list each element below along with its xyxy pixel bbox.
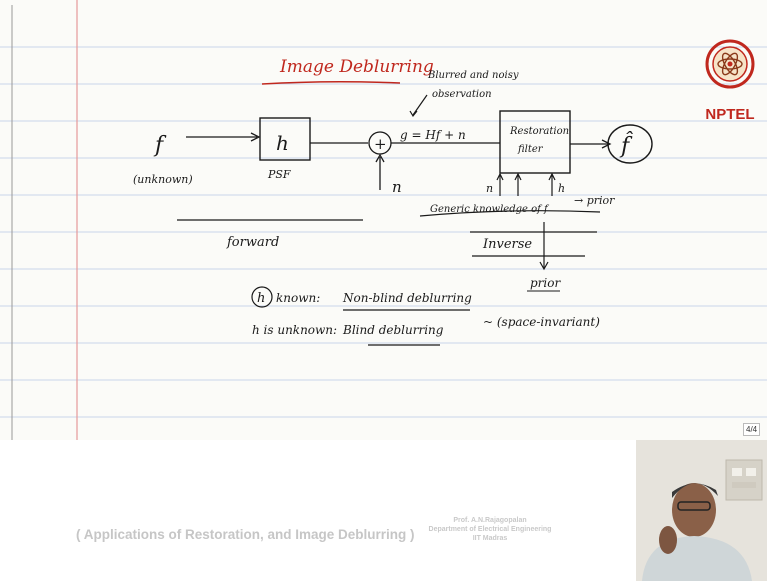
note-side: ~ (space-invariant): [483, 315, 600, 329]
nptel-logo-text: NPTEL: [700, 106, 760, 123]
credit-line-3: IIT Madras: [410, 534, 570, 543]
note-line1-term: Non-blind deblurring: [342, 291, 472, 305]
credit-line-2: Department of Electrical Engineering: [410, 525, 570, 534]
note-circled-h: h: [257, 291, 265, 306]
noise-label: n: [392, 178, 402, 196]
output-node: [608, 125, 652, 163]
page-indicator: 4/4: [743, 423, 760, 436]
lecturer-webcam: [636, 440, 767, 581]
notebook-page: Image Deblurring Blurred and noisy obser…: [0, 0, 767, 440]
psf-block-label: h: [276, 131, 289, 155]
lecture-credits: Prof. A.N.Rajagopalan Department of Elec…: [410, 516, 570, 543]
filter-label-1: Restoration: [509, 126, 569, 137]
note-line2-prefix: h is unknown:: [252, 323, 337, 337]
observation-note-1: Blurred and noisy: [427, 70, 519, 81]
prior-label: prior: [530, 276, 561, 290]
input-note: (unknown): [133, 173, 193, 186]
observation-equation: g = Hf + n: [400, 128, 466, 142]
observation-note-2: observation: [432, 89, 492, 100]
title-underline: [262, 82, 400, 84]
filter-input-h: h: [558, 182, 565, 195]
nptel-logo-icon: [704, 38, 756, 102]
input-signal: f: [153, 133, 167, 158]
psf-caption: PSF: [267, 168, 291, 181]
lecturer-silhouette: [636, 440, 767, 581]
restoration-filter-block: [500, 111, 570, 173]
note-line1-prefix: known:: [276, 291, 320, 305]
forward-label: forward: [226, 235, 279, 250]
filter-input-n: n: [486, 182, 493, 195]
slide-title: Image Deblurring: [279, 57, 434, 77]
output-estimate: f̂: [619, 132, 634, 159]
prior-arrow-label: → prior: [574, 194, 615, 207]
filter-label-2: filter: [517, 144, 544, 155]
note-line2-term: Blind deblurring: [342, 323, 444, 337]
inverse-label: Inverse: [482, 237, 532, 252]
adder-symbol: +: [374, 135, 387, 153]
credit-line-1: Prof. A.N.Rajagopalan: [410, 516, 570, 525]
handwritten-diagram: Image Deblurring Blurred and noisy obser…: [0, 0, 767, 440]
lecture-caption: ( Applications of Restoration, and Image…: [76, 527, 415, 542]
